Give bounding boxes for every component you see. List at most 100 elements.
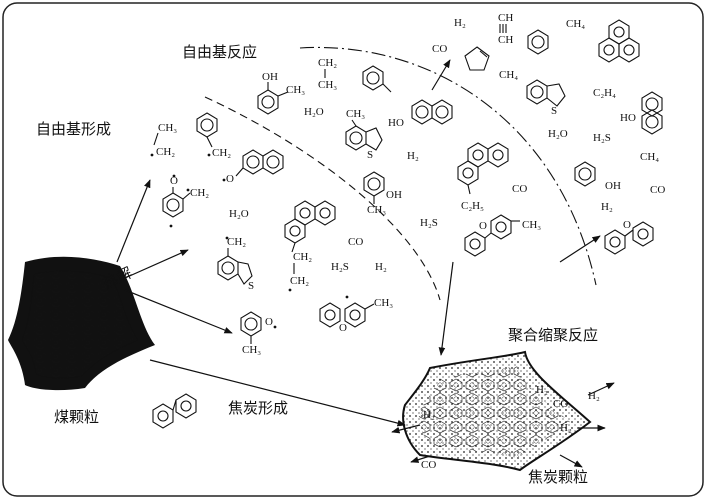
naphthol-molecule: HO <box>388 99 453 129</box>
species-h2s-1: H₂S <box>331 261 349 273</box>
arrow-pyrolysis-2 <box>124 289 233 334</box>
svg-text:CH₃: CH₃ <box>367 204 386 216</box>
svg-text:CH₂: CH₂ <box>293 251 312 263</box>
species-h2s-3: H₂S <box>593 132 611 144</box>
species-co-4: CO <box>650 184 665 196</box>
svg-text:CH₂: CH₂ <box>318 57 337 69</box>
arrow-pyrolysis-1 <box>124 249 189 279</box>
species-h2-1: H₂ <box>375 261 387 273</box>
svg-text:C₂H₅: C₂H₅ <box>461 200 484 212</box>
species-h2o-3: H₂O <box>548 128 568 140</box>
acetylene-molecule: CH CH <box>498 12 513 46</box>
char-particle <box>402 350 592 472</box>
svg-text:O: O <box>170 175 178 187</box>
label-char-particle: 焦炭颗粒 <box>528 468 588 486</box>
species-ch4-2: CH₄ <box>566 18 585 30</box>
svg-text:CH: CH <box>498 12 513 24</box>
thiophene-radical-molecule: CH₂ S <box>217 236 254 292</box>
species-co-5: CO <box>553 398 568 410</box>
species-ch4-3: CH₄ <box>640 151 659 163</box>
svg-text:CH₂: CH₂ <box>156 146 175 158</box>
svg-text:S: S <box>551 105 557 117</box>
benzothiophene-molecule: S <box>526 79 566 117</box>
toluene-molecule <box>362 65 392 93</box>
svg-text:CH₃: CH₃ <box>346 108 365 120</box>
species-h2s-2: H₂S <box>420 217 438 229</box>
svg-text:O: O <box>265 316 273 328</box>
svg-text:HO: HO <box>620 112 636 124</box>
svg-text:CH₂: CH₂ <box>290 275 309 287</box>
species-h2-3: H₂ <box>454 17 466 29</box>
arrow-char-right-down <box>559 454 583 468</box>
species-co-1: CO <box>348 236 363 248</box>
arrow-to-char <box>149 359 406 427</box>
svg-text:HO: HO <box>388 117 404 129</box>
arrow-to-dibenzofuran <box>559 235 601 263</box>
cresol-molecule: OH CH₃ <box>363 171 402 216</box>
svg-text:CH₃: CH₃ <box>522 219 541 231</box>
svg-text:CH₂: CH₂ <box>227 236 246 248</box>
arrow-to-gas-top <box>431 59 451 91</box>
naphthol-molecule-2: HO <box>620 91 663 135</box>
species-h2o-1: H₂O <box>229 208 249 220</box>
svg-text:CH₃: CH₃ <box>242 344 261 356</box>
arrow-char-h2-out <box>587 382 615 396</box>
ethyl-radical-molecule: CH₃ CH₂ <box>150 122 177 158</box>
svg-text:CH₃: CH₃ <box>286 84 305 96</box>
arrow-to-polycondensation <box>438 261 454 356</box>
svg-text:S: S <box>248 280 254 292</box>
species-co-2: CO <box>512 183 527 195</box>
svg-text:O: O <box>479 220 487 232</box>
svg-text:S: S <box>367 149 373 161</box>
cyclopentadiene-molecule <box>464 46 490 71</box>
zone-boundary-inner <box>204 96 441 301</box>
coal-particle <box>8 256 155 391</box>
methylphenol-molecule: OH CH₃ <box>257 71 305 115</box>
svg-text:CH: CH <box>498 34 513 46</box>
arrow-char-down <box>410 455 431 463</box>
svg-text:O: O <box>226 173 234 185</box>
svg-text:CH₃: CH₃ <box>318 79 337 91</box>
zone-boundary-outer <box>299 46 597 286</box>
cresoxy-radical-molecule: O CH₂ <box>162 174 209 228</box>
label-radical-formation: 自由基形成 <box>36 120 111 138</box>
ethylphenanthrene-molecule: C₂H₅ <box>457 142 509 212</box>
svg-text:CH₂: CH₂ <box>190 187 209 199</box>
methyl-benzothiophene-molecule: CH₃ S <box>345 108 383 161</box>
methyl-dibenzofuran-molecule: O CH₃ <box>464 214 541 257</box>
svg-text:OH: OH <box>605 180 621 192</box>
fluorene-molecule <box>152 393 197 429</box>
species-h2-5: H₂ <box>536 384 548 396</box>
dibenzofuran-molecule: O <box>604 219 654 255</box>
svg-text:O: O <box>339 322 347 334</box>
label-radical-reaction: 自由基反应 <box>182 43 257 61</box>
arrow-char-left <box>391 424 421 434</box>
svg-text:OH: OH <box>386 189 402 201</box>
benzyl-radical-molecule: CH₂ <box>196 112 231 159</box>
species-co-3: CO <box>432 43 447 55</box>
phenanthrene-radical-molecule: CH₂ CH₂ <box>284 200 336 292</box>
label-char-formation: 焦炭形成 <box>228 399 288 417</box>
dibenzofuran-radical-molecule: O CH₃ <box>319 295 393 334</box>
label-polycondensation: 聚合缩聚反应 <box>508 326 598 344</box>
svg-text:O: O <box>623 219 631 231</box>
species-h2o-2: H₂O <box>304 106 324 118</box>
svg-text:CH₃: CH₃ <box>158 122 177 134</box>
species-ch4-1: CH₄ <box>499 69 518 81</box>
svg-text:CH₂: CH₂ <box>212 147 231 159</box>
species-h2-4: H₂ <box>601 201 613 213</box>
benzene-molecule <box>527 29 549 55</box>
species-co-6: CO <box>421 459 436 471</box>
species-h2-8: H₂ <box>423 409 435 421</box>
svg-text:OH: OH <box>262 71 278 83</box>
label-coal-particle: 煤颗粒 <box>54 408 99 426</box>
naphthoxy-radical-molecule: O <box>222 149 284 185</box>
species-h2-7: H₂ <box>560 422 572 434</box>
species-h2-6: H₂ <box>588 390 600 402</box>
ethane-molecule: CH₂ CH₃ <box>318 57 337 91</box>
species-c2h4: C₂H₄ <box>593 87 616 99</box>
phenanthrene-molecule <box>598 19 640 63</box>
arrow-to-radical-formation <box>116 179 151 263</box>
